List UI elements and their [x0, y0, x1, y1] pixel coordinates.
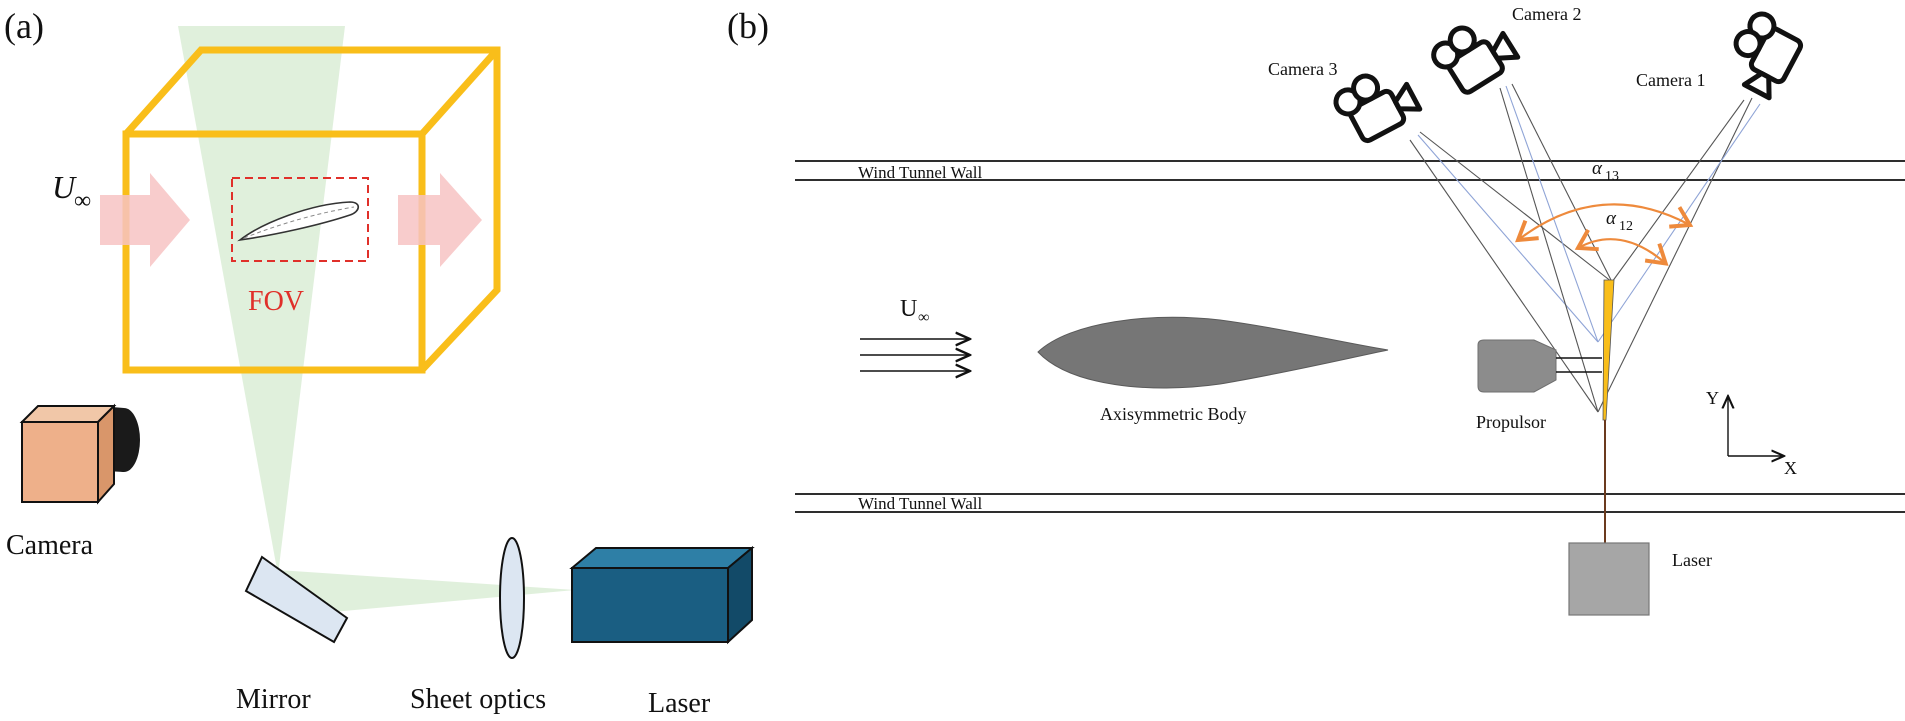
flow-arrow-inlet	[100, 173, 190, 267]
axisymmetric-body-shape	[1037, 316, 1389, 389]
freestream-label-b: U	[900, 296, 917, 322]
camera-2-icon	[1431, 25, 1521, 95]
freestream-subscript-a: ∞	[74, 188, 91, 214]
airfoil-chord-line	[243, 206, 355, 239]
measurement-volume-box	[122, 46, 501, 374]
laser-sheet-b	[1602, 279, 1615, 421]
airfoil-icon	[237, 201, 360, 242]
panel-a: (a) U ∞ FOV Camera	[4, 6, 755, 719]
axis-x-label: X	[1784, 458, 1797, 478]
fov-label: FOV	[248, 286, 304, 317]
flow-arrow-outlet	[398, 173, 482, 267]
camera-2-label: Camera 2	[1512, 4, 1581, 24]
axisymmetric-body-label: Axisymmetric Body	[1100, 404, 1247, 424]
wall-top-label: Wind Tunnel Wall	[858, 163, 982, 182]
camera-sight-lines	[1409, 83, 1761, 413]
angle-13-subscript: 13	[1605, 169, 1619, 184]
propulsor-label: Propulsor	[1476, 412, 1546, 432]
axis-y-label: Y	[1706, 388, 1719, 408]
laser-label-b: Laser	[1672, 550, 1712, 570]
camera-body-icon	[21, 421, 99, 503]
sheet-optics-label: Sheet optics	[410, 684, 546, 715]
freestream-arrows-b	[860, 339, 970, 371]
angle-13-arc	[1515, 203, 1694, 243]
laser-sheet-horizontal	[278, 570, 575, 615]
freestream-label-a: U	[52, 169, 77, 205]
wall-bottom-label: Wind Tunnel Wall	[858, 494, 982, 513]
laser-sheet-vertical	[178, 26, 345, 575]
mirror-icon	[244, 555, 349, 644]
camera-1-label: Camera 1	[1636, 70, 1705, 90]
camera-label-a: Camera	[6, 530, 94, 561]
panel-b: (b) Wind Tunnel Wall Wind Tunnel Wall α …	[727, 4, 1905, 616]
mirror-label: Mirror	[236, 684, 311, 715]
angle-12-arc	[1574, 228, 1669, 266]
fov-box	[231, 177, 369, 262]
laser-label-a: Laser	[648, 688, 711, 719]
camera-3-icon	[1333, 73, 1423, 144]
panel-a-label: (a)	[4, 6, 44, 46]
propulsor-shape	[1477, 339, 1557, 393]
sheet-optics-lens-icon	[499, 537, 525, 659]
angle-12-subscript: 12	[1619, 219, 1633, 234]
camera-a	[19, 403, 140, 505]
laser-box-b	[1568, 542, 1650, 616]
angle-13-label: α	[1592, 158, 1603, 179]
freestream-subscript-b: ∞	[918, 309, 929, 326]
angle-12-label: α	[1606, 208, 1617, 229]
camera-1-icon	[1733, 11, 1804, 101]
laser-box-a	[569, 545, 755, 645]
camera-3-label: Camera 3	[1268, 59, 1337, 79]
panel-b-label: (b)	[727, 6, 769, 46]
